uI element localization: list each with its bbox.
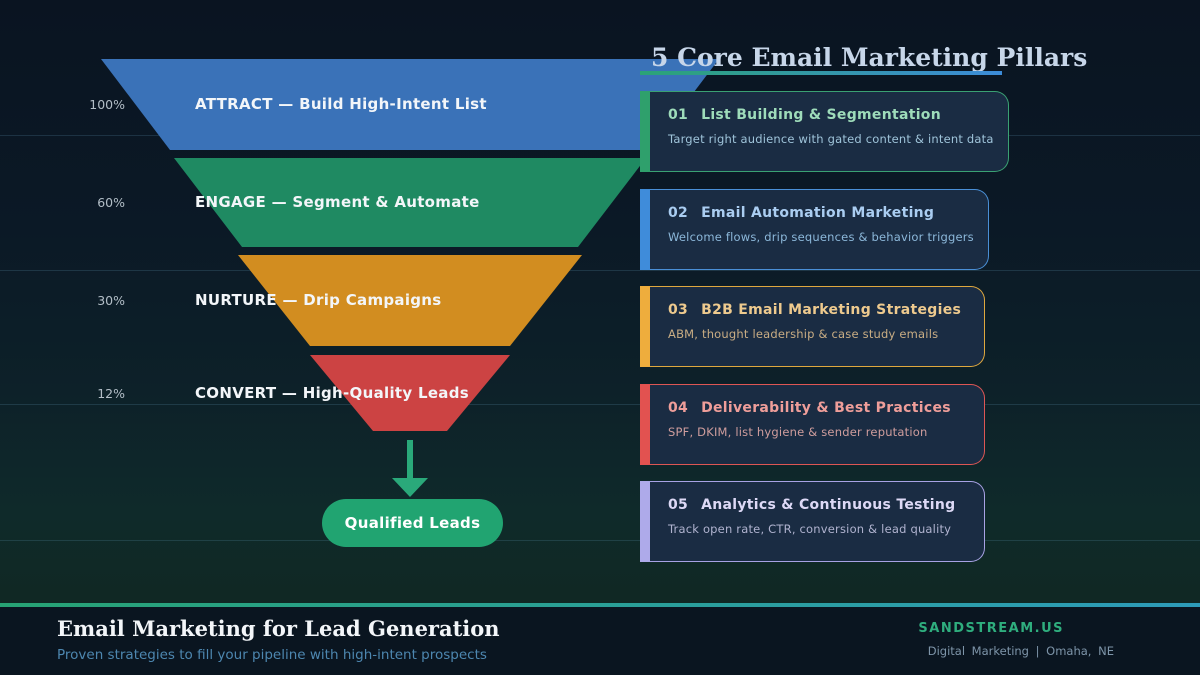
card-number: 04 xyxy=(668,399,689,416)
card-description: ABM, thought leadership & case study ema… xyxy=(668,327,939,341)
qualified-leads-pill: Qualified Leads xyxy=(322,499,503,547)
card-title: 04 Deliverability & Best Practices xyxy=(668,400,970,416)
stage-label: ENGAGE — Segment & Automate xyxy=(195,193,480,211)
footer-subtitle: Proven strategies to fill your pipeline … xyxy=(57,646,487,663)
background-gridline xyxy=(0,540,1200,541)
stage-percent: 100% xyxy=(89,96,125,112)
down-arrow-icon xyxy=(407,440,413,478)
funnel-stage-row: 100% ATTRACT — Build High-Intent List xyxy=(60,93,487,115)
card-title: 05 Analytics & Continuous Testing xyxy=(668,497,970,513)
funnel-stage-row: 60% ENGAGE — Segment & Automate xyxy=(60,191,480,213)
card-title-text: B2B Email Marketing Strategies xyxy=(701,302,962,318)
footer-left: Email Marketing for Lead Generation Prov… xyxy=(57,616,500,663)
down-arrow-icon xyxy=(392,478,428,497)
card-number: 02 xyxy=(668,204,689,221)
footer: Email Marketing for Lead Generation Prov… xyxy=(0,607,1200,675)
card-description: SPF, DKIM, list hygiene & sender reputat… xyxy=(668,424,928,439)
stage-label: NURTURE — Drip Campaigns xyxy=(195,291,442,309)
card-title-text: Analytics & Continuous Testing xyxy=(701,497,956,513)
background-gridline xyxy=(0,404,1200,405)
card-accent-bar xyxy=(640,91,650,172)
brand-meta: Digital Marketing | Omaha, NE xyxy=(927,643,1114,658)
card-title-text: Email Automation Marketing xyxy=(701,204,935,221)
card-accent-bar xyxy=(640,188,650,270)
stage-label: CONVERT — High-Quality Leads xyxy=(195,384,469,402)
card-description: Target right audience with gated content… xyxy=(668,132,994,146)
pillar-card-5: 05 Analytics & Continuous Testing Track o… xyxy=(640,481,985,562)
card-body: 04 Deliverability & Best Practices SPF, D… xyxy=(650,383,985,465)
card-description: Welcome flows, drip sequences & behavior… xyxy=(668,229,974,244)
card-title: 03 B2B Email Marketing Strategies xyxy=(668,302,970,318)
card-body: 02 Email Automation Marketing Welcome flo… xyxy=(650,188,989,270)
card-title-text: List Building & Segmentation xyxy=(701,107,941,123)
footer-right: SANDSTREAM.US Digital Marketing | Omaha,… xyxy=(918,621,1114,658)
card-accent-bar xyxy=(640,286,650,367)
stage-percent: 30% xyxy=(97,292,125,308)
stage-label: ATTRACT — Build High-Intent List xyxy=(195,95,487,113)
background-gridline xyxy=(0,270,1200,271)
card-body: 05 Analytics & Continuous Testing Track o… xyxy=(650,481,985,562)
stage-percent: 12% xyxy=(97,385,125,401)
card-accent-bar xyxy=(640,481,650,562)
card-number: 01 xyxy=(668,107,689,123)
pillars-section-title: 5 Core Email Marketing Pillars xyxy=(651,43,1088,72)
card-title: 02 Email Automation Marketing xyxy=(668,205,974,221)
brand-name: SANDSTREAM.US xyxy=(918,620,1064,636)
footer-title: Email Marketing for Lead Generation xyxy=(57,615,500,641)
stage-percent: 60% xyxy=(97,194,125,210)
pillar-card-list: 01 List Building & Segmentation Target ri… xyxy=(640,91,1009,562)
footer-divider xyxy=(0,603,1200,607)
card-number: 03 xyxy=(668,302,689,318)
card-body: 03 B2B Email Marketing Strategies ABM, th… xyxy=(650,286,985,367)
funnel-stage-row: 30% NURTURE — Drip Campaigns xyxy=(60,289,442,311)
card-accent-bar xyxy=(640,383,650,465)
title-underline xyxy=(640,71,1002,75)
card-title-text: Deliverability & Best Practices xyxy=(701,399,951,416)
card-number: 05 xyxy=(668,497,689,513)
pillar-card-1: 01 List Building & Segmentation Target ri… xyxy=(640,91,1009,172)
card-description: Track open rate, CTR, conversion & lead … xyxy=(668,522,952,536)
funnel-stage-row: 12% CONVERT — High-Quality Leads xyxy=(60,382,469,404)
pillar-card-3: 03 B2B Email Marketing Strategies ABM, th… xyxy=(640,286,985,367)
pillar-card-2: 02 Email Automation Marketing Welcome flo… xyxy=(640,188,989,270)
card-body: 01 List Building & Segmentation Target ri… xyxy=(650,91,1009,172)
pillar-card-4: 04 Deliverability & Best Practices SPF, D… xyxy=(640,383,985,465)
card-title: 01 List Building & Segmentation xyxy=(668,107,994,123)
